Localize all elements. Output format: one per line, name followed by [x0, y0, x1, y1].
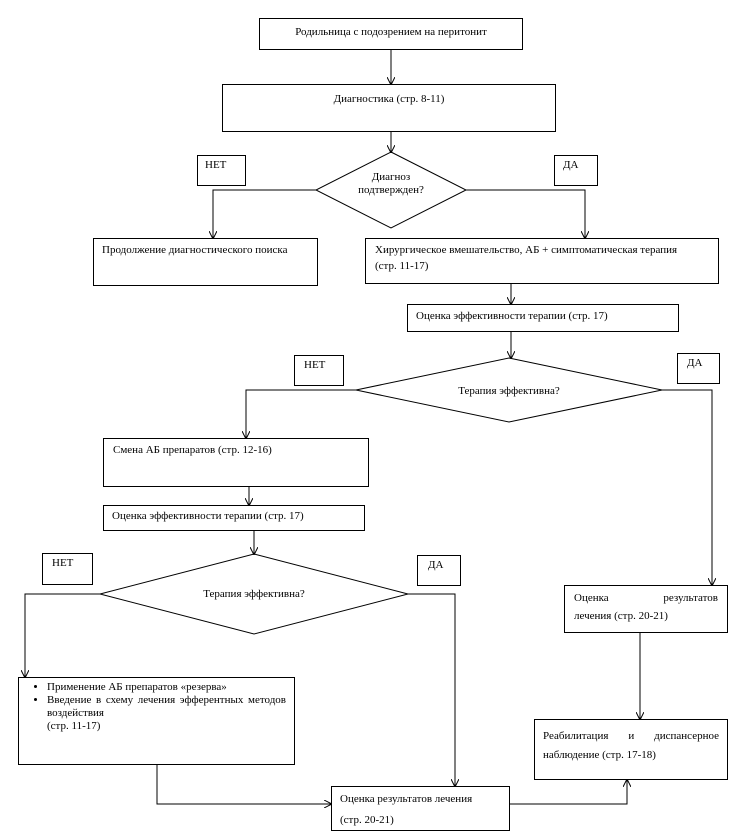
- eval-results-right-line1: Оценка результатов: [574, 592, 718, 604]
- reserve-measures-box: Применение АБ препаратов «резерва» Введе…: [18, 677, 295, 765]
- eval-results-bottom-line2: (стр. 20-21): [340, 814, 394, 826]
- diagnostics-label: Диагностика (стр. 8-11): [333, 93, 445, 105]
- yes-label-2: ДА: [687, 357, 703, 369]
- decision-therapy2-text: Терапия эффективна?: [174, 588, 334, 601]
- decision-therapy2-label: Терапия эффективна?: [203, 588, 305, 600]
- yes-label-box-1: ДА: [554, 155, 598, 186]
- eval-therapy-label-2: Оценка эффективности терапии (стр. 17): [112, 510, 304, 522]
- start-box: Родильница с подозрением на перитонит: [259, 18, 523, 50]
- rehab-box: Реабилитация и диспансерное наблюдение (…: [534, 719, 728, 780]
- continue-search-label: Продолжение диагностического поиска: [102, 244, 288, 256]
- arrow-reserve-to-bottom-eval: [156, 765, 331, 804]
- reserve-pages: (стр. 11-17): [47, 720, 101, 732]
- decision-diagnosis-line1: Диагноз: [371, 171, 411, 183]
- decision-diagnosis-text: Диагноз подтвержден?: [336, 171, 446, 197]
- arrow-decision3-yes: [408, 593, 455, 786]
- no-label-3: НЕТ: [52, 557, 74, 569]
- eval-therapy-label-1: Оценка эффективности терапии (стр. 17): [416, 310, 608, 322]
- rehab-line2: наблюдение (стр. 17-18): [543, 749, 656, 761]
- change-ab-box: Смена АБ препаратов (стр. 12-16): [103, 438, 369, 487]
- arrow-decision3-no: [25, 593, 100, 677]
- arrow-decision2-no: [246, 389, 356, 438]
- yes-label-1: ДА: [563, 159, 579, 171]
- no-label-2: НЕТ: [304, 359, 326, 371]
- change-ab-label: Смена АБ препаратов (стр. 12-16): [113, 444, 272, 456]
- yes-label-box-3: ДА: [417, 555, 461, 586]
- decision-therapy1-label: Терапия эффективна?: [458, 385, 560, 397]
- eval-results-bottom-box: Оценка результатов лечения (стр. 20-21): [331, 786, 510, 831]
- arrow-decision1-no: [213, 189, 316, 238]
- decision-diagnosis-diamond: [314, 151, 468, 229]
- eval-therapy-box-2: Оценка эффективности терапии (стр. 17): [103, 505, 365, 531]
- start-label: Родильница с подозрением на перитонит: [295, 26, 487, 38]
- no-label-box-1: НЕТ: [197, 155, 246, 186]
- reserve-item-2: Введение в схему лечения эфферентных мет…: [47, 694, 286, 720]
- eval-therapy-box-1: Оценка эффективности терапии (стр. 17): [407, 304, 679, 332]
- decision-therapy1-diamond: [355, 357, 663, 423]
- yes-label-3: ДА: [428, 559, 444, 571]
- arrow-decision2-yes: [662, 389, 712, 585]
- continue-search-box: Продолжение диагностического поиска: [93, 238, 318, 286]
- no-label-box-3: НЕТ: [42, 553, 93, 585]
- no-label-1: НЕТ: [205, 159, 227, 171]
- no-label-box-2: НЕТ: [294, 355, 344, 386]
- eval-results-right-box: Оценка результатов лечения (стр. 20-21): [564, 585, 728, 633]
- rehab-line1: Реабилитация и диспансерное: [543, 730, 719, 742]
- eval-results-right-line2: лечения (стр. 20-21): [574, 610, 668, 622]
- decision-diagnosis-line2: подтвержден?: [358, 184, 424, 196]
- surgery-label-line1: Хирургическое вмешательство, АБ + симпто…: [375, 244, 678, 256]
- arrow-decision1-yes: [466, 189, 585, 238]
- diagnostics-box: Диагностика (стр. 8-11): [222, 84, 556, 132]
- eval-results-bottom-line1: Оценка результатов лечения: [340, 793, 473, 805]
- surgery-label-line2: (стр. 11-17): [375, 260, 429, 272]
- decision-therapy1-text: Терапия эффективна?: [429, 385, 589, 398]
- yes-label-box-2: ДА: [677, 353, 720, 384]
- reserve-item-1: Применение АБ препаратов «резерва»: [47, 681, 286, 694]
- surgery-box: Хирургическое вмешательство, АБ + симпто…: [365, 238, 719, 284]
- decision-therapy2-diamond: [98, 553, 410, 635]
- arrow-bottom-eval-to-rehab: [510, 780, 627, 805]
